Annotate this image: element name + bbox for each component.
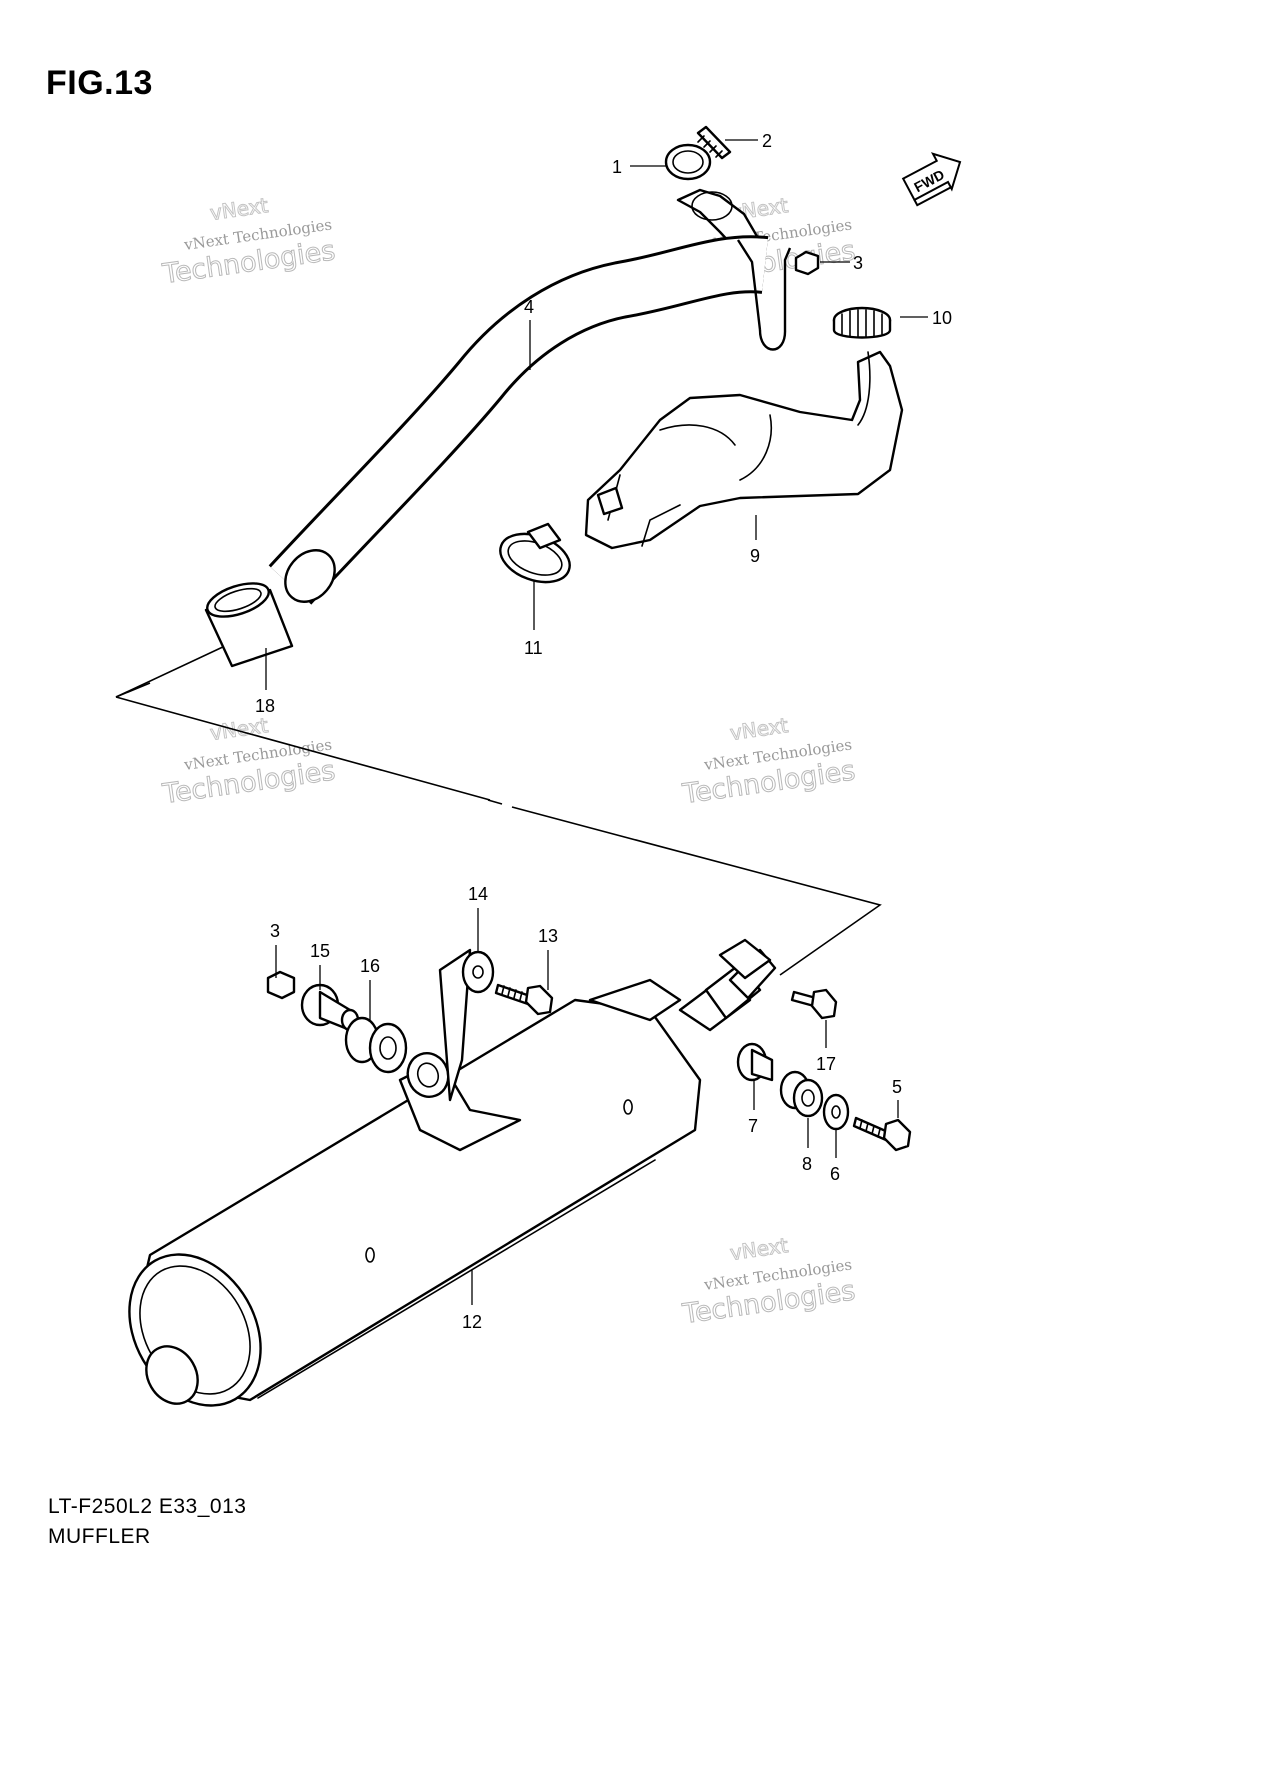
watermark-line3: vNext bbox=[208, 713, 269, 745]
watermark-line3: vNext bbox=[208, 193, 269, 225]
watermark-line3: vNext bbox=[728, 713, 789, 745]
part-18-connector bbox=[204, 582, 294, 668]
watermark-line3: vNext bbox=[728, 1233, 789, 1265]
callout-1: 1 bbox=[612, 157, 622, 177]
callout-9: 9 bbox=[750, 546, 760, 566]
forward-arrow-icon: FWD bbox=[901, 152, 962, 207]
watermark: vNext vNext Technologies Technologies bbox=[160, 193, 338, 291]
callout-4: 4 bbox=[524, 297, 534, 317]
section-name: MUFFLER bbox=[48, 1525, 151, 1548]
part-callouts: 1 2 3 4 10 9 11 18 3 15 16 14 13 17 5 7 … bbox=[255, 131, 952, 1332]
part-5-bolt bbox=[852, 1116, 912, 1152]
model-code: LT-F250L2 E33_013 bbox=[48, 1495, 247, 1518]
callout-6: 6 bbox=[830, 1164, 840, 1184]
part-3-nut-lower bbox=[266, 970, 296, 1000]
callout-5: 5 bbox=[892, 1077, 902, 1097]
watermark: vNext vNext Technologies Technologies bbox=[680, 1233, 858, 1331]
callout-2: 2 bbox=[762, 131, 772, 151]
watermark: vNext vNext Technologies Technologies bbox=[680, 713, 858, 811]
part-12-muffler bbox=[128, 938, 777, 1407]
part-7-bushing bbox=[736, 1042, 774, 1082]
callout-15: 15 bbox=[310, 941, 330, 961]
part-3-nut-upper bbox=[794, 250, 820, 276]
part-2-stud bbox=[696, 125, 732, 160]
callout-14: 14 bbox=[468, 884, 488, 904]
callout-3-upper: 3 bbox=[853, 253, 863, 273]
callout-8: 8 bbox=[802, 1154, 812, 1174]
callout-12: 12 bbox=[462, 1312, 482, 1332]
callout-17: 17 bbox=[816, 1054, 836, 1074]
part-9-heat-shield bbox=[584, 350, 904, 550]
callout-18: 18 bbox=[255, 696, 275, 716]
part-16-cushion bbox=[344, 1016, 408, 1074]
figure-title: FIG.13 bbox=[46, 64, 153, 102]
part-13-bolt bbox=[494, 983, 554, 1016]
assembly-guide-line bbox=[115, 637, 882, 976]
part-10-clamp bbox=[832, 306, 892, 339]
callout-10: 10 bbox=[932, 308, 952, 328]
part-4-exhaust-pipe bbox=[268, 188, 792, 605]
watermark: vNext vNext Technologies Technologies bbox=[160, 713, 338, 811]
callout-13: 13 bbox=[538, 926, 558, 946]
callout-7: 7 bbox=[748, 1116, 758, 1136]
part-14-washer bbox=[461, 950, 495, 994]
part-15-bushing bbox=[300, 983, 360, 1032]
part-11-clamp bbox=[499, 522, 571, 584]
callout-16: 16 bbox=[360, 956, 380, 976]
part-6-washer bbox=[822, 1093, 850, 1131]
part-17-bolt bbox=[790, 988, 838, 1020]
part-1-gasket bbox=[664, 143, 712, 181]
callout-3-lower: 3 bbox=[270, 921, 280, 941]
callout-11: 11 bbox=[524, 638, 543, 658]
part-8-cushion bbox=[779, 1070, 824, 1118]
leader-lines bbox=[265, 139, 928, 1305]
